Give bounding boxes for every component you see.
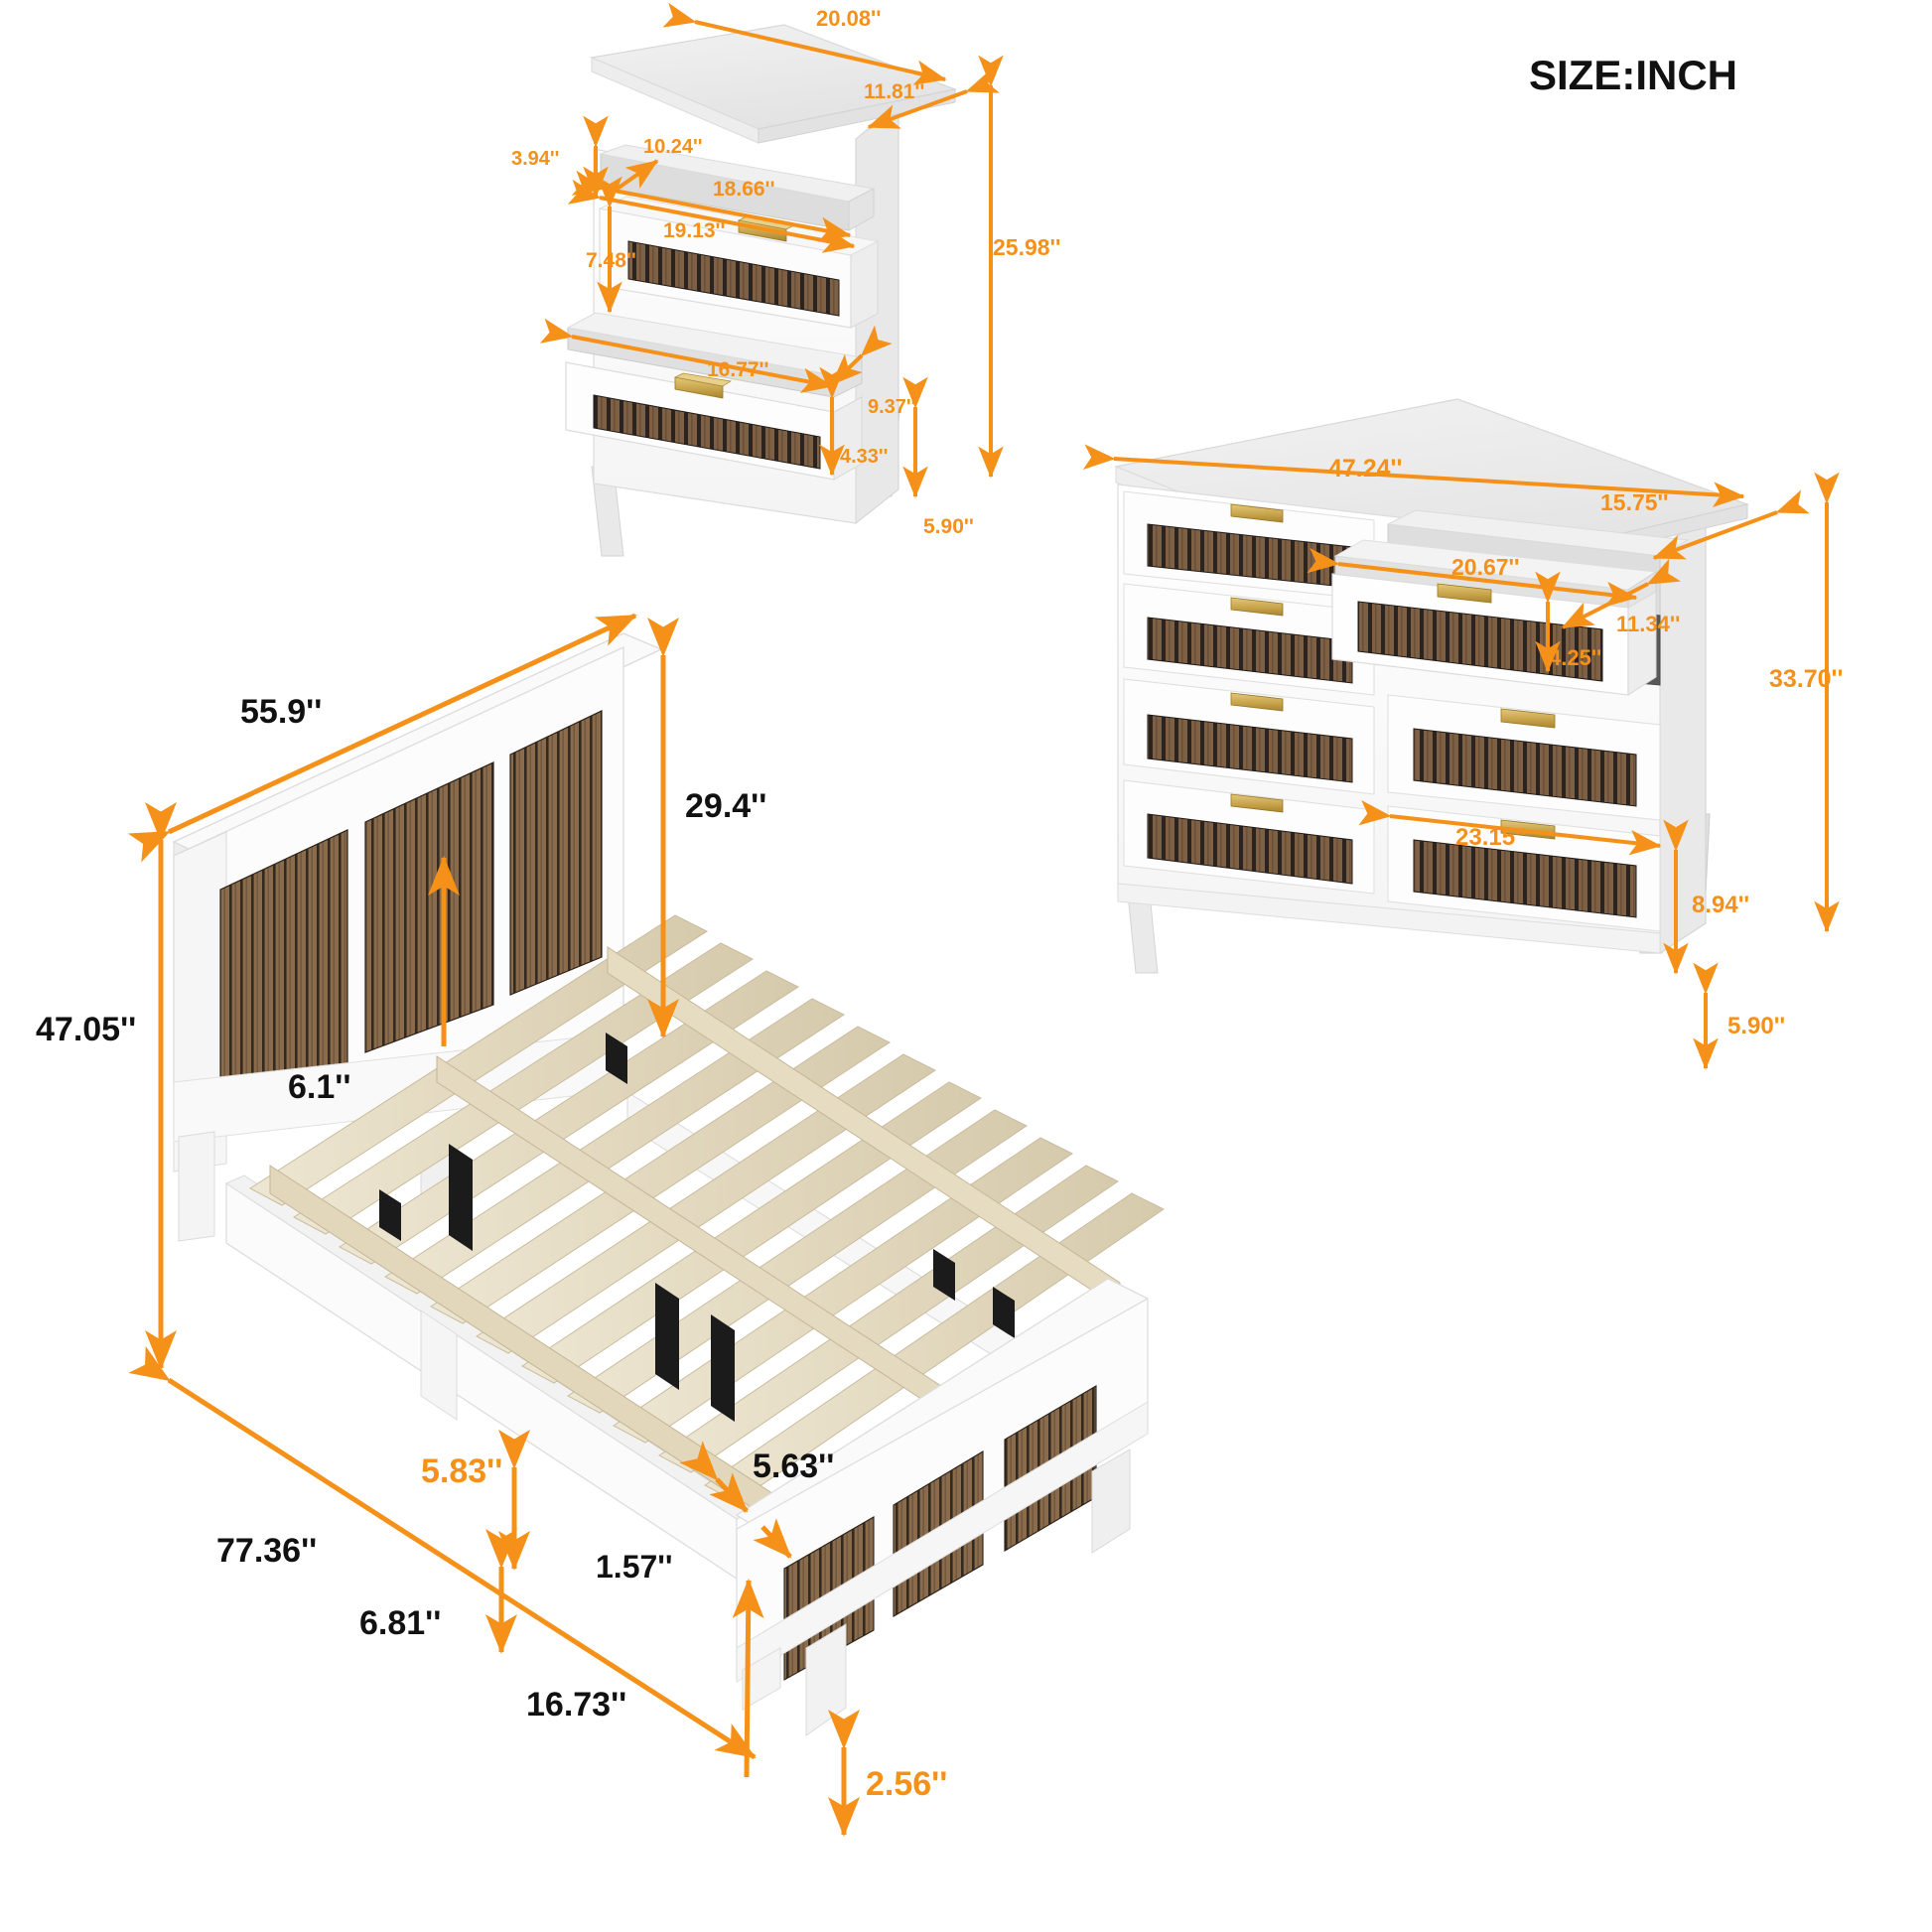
dresser-dim-drawer-interior-width: 20.67'' — [1451, 554, 1520, 580]
dresser-dim-drawer-interior-height: 4.25'' — [1549, 645, 1602, 670]
nightstand-dim-shelf-width: 18.66'' — [713, 178, 775, 201]
bed-frame-illustration — [127, 613, 1165, 1838]
nightstand-dim-bottom-interior-width: 16.77'' — [707, 358, 769, 381]
nightstand-dim-shelf-height: 3.94'' — [511, 148, 560, 170]
bed-dim-headboard-width: 55.9'' — [240, 693, 323, 731]
dresser-dim-depth: 15.75'' — [1600, 489, 1669, 515]
bed-dim-overall-length: 77.36'' — [216, 1532, 318, 1570]
bed-dim-footboard-width: 16.73'' — [526, 1686, 627, 1724]
page-title: SIZE:INCH — [1529, 52, 1737, 98]
dresser-dim-overall-height: 33.70'' — [1769, 665, 1844, 693]
nightstand-dim-bottom-interior-depth: 9.37'' — [868, 396, 916, 418]
nightstand-dim-top-drawer-width: 19.13'' — [663, 219, 726, 242]
dresser-dim-leg-height: 5.90'' — [1727, 1013, 1786, 1039]
bed-dim-overall-headboard-height: 47.05'' — [36, 1011, 137, 1048]
nightstand-dim-top-width: 20.08'' — [816, 6, 882, 31]
bed-dim-headboard-bottom-rail: 6.1'' — [288, 1068, 351, 1106]
dresser-illustration — [1082, 398, 1840, 1070]
nightstand-dim-top-drawer-height: 7.48'' — [586, 249, 636, 272]
bed-dim-slat-spacing: 5.63'' — [753, 1448, 835, 1485]
nightstand-dim-leg-height: 5.90'' — [923, 515, 974, 538]
bed-dim-under-clearance: 5.83'' — [421, 1452, 503, 1490]
nightstand-dim-shelf-depth: 10.24'' — [643, 136, 703, 158]
bed-dim-slat-thickness: 1.57'' — [596, 1549, 673, 1585]
nightstand-illustration — [539, 2, 1004, 557]
nightstand-dim-overall-height: 25.98'' — [993, 234, 1061, 260]
dresser-dim-overall-width: 47.24'' — [1328, 455, 1403, 483]
bed-dim-side-rail-height: 6.81'' — [359, 1604, 442, 1642]
bed-dim-footboard-leg-height: 2.56'' — [866, 1765, 948, 1803]
nightstand-dim-top-depth: 11.81'' — [864, 80, 925, 103]
dresser-dim-bottom-drawer-height: 8.94'' — [1692, 892, 1750, 918]
dresser-dim-bottom-drawer-width: 23.15'' — [1455, 824, 1527, 851]
dresser-dim-drawer-interior-depth: 11.34'' — [1616, 612, 1681, 636]
nightstand-dim-bottom-drawer-height: 4.33'' — [840, 446, 889, 468]
bed-dim-headboard-panel-height: 29.4'' — [685, 787, 767, 825]
